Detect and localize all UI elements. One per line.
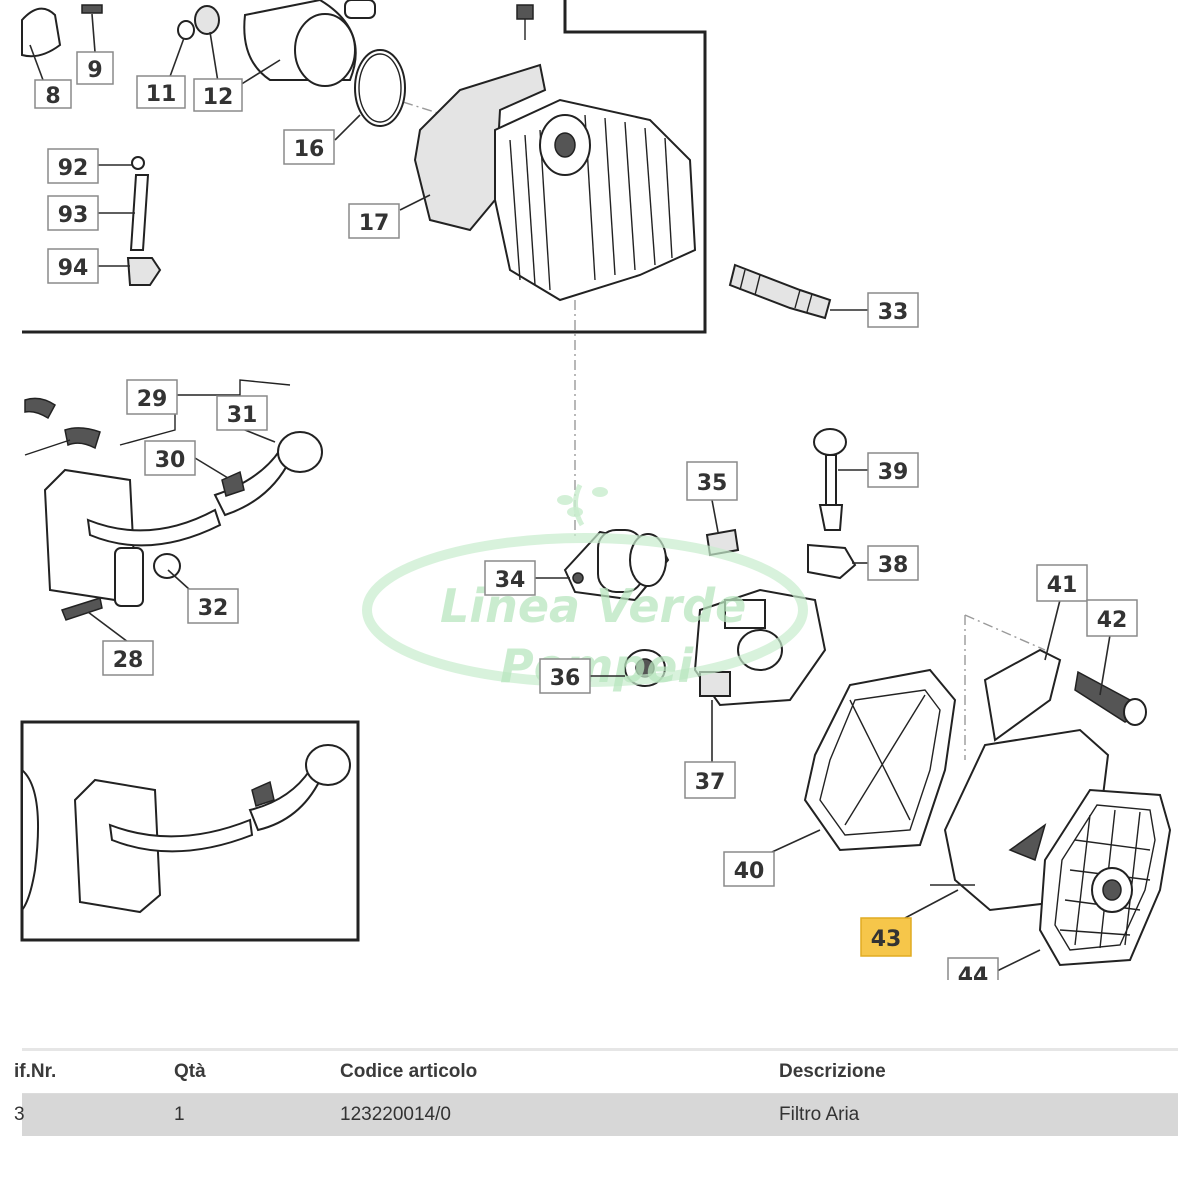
svg-text:93: 93 <box>58 203 89 228</box>
svg-text:11: 11 <box>146 82 177 107</box>
column-header-ref[interactable]: if.Nr. <box>14 1061 57 1082</box>
svg-text:40: 40 <box>734 859 765 884</box>
row-code-cell: 123220014/0 <box>340 1104 451 1125</box>
callout-35: 35 <box>686 461 738 501</box>
svg-text:16: 16 <box>294 137 325 162</box>
callout-30: 30 <box>144 440 196 476</box>
svg-text:31: 31 <box>227 403 258 428</box>
row-ref-cell: 3 <box>14 1104 25 1125</box>
callout-93: 93 <box>47 195 99 231</box>
spark-plug-drawing <box>728 263 832 320</box>
row-qty-cell: 1 <box>174 1104 185 1125</box>
carburetor-drawing <box>563 428 857 707</box>
svg-text:17: 17 <box>359 211 390 236</box>
parts-table-header: if.Nr. Qtà Codice articolo Descrizione <box>14 1051 1178 1094</box>
svg-text:12: 12 <box>203 85 234 110</box>
callout-38: 38 <box>867 545 919 581</box>
callout-8: 8 <box>34 79 72 109</box>
callout-29: 29 <box>126 379 178 415</box>
ignition-coil-drawing <box>24 379 323 621</box>
svg-text:39: 39 <box>878 460 909 485</box>
callout-34: 34 <box>484 560 536 596</box>
table-row[interactable]: 3 1 123220014/0 Filtro Aria <box>14 1094 1178 1136</box>
exploded-parts-diagram: Linea Verde Pompei 8 9 11 12 16 <box>20 0 1172 989</box>
callout-28: 28 <box>102 640 154 676</box>
svg-text:37: 37 <box>695 770 726 795</box>
leader-lines <box>29 13 1111 973</box>
ignition-coil-alt-drawing <box>21 744 351 914</box>
callout-42: 42 <box>1086 599 1138 637</box>
callout-17: 17 <box>348 203 400 239</box>
svg-text:36: 36 <box>550 666 581 691</box>
parts-table: if.Nr. Qtà Codice articolo Descrizione 3… <box>14 1048 1178 1136</box>
fuel-line-drawing <box>126 156 162 286</box>
svg-text:35: 35 <box>697 471 728 496</box>
callout-33: 33 <box>867 292 919 328</box>
piston-assembly-drawing <box>21 0 406 127</box>
column-header-qty[interactable]: Qtà <box>174 1061 206 1082</box>
row-description-cell: Filtro Aria <box>779 1104 860 1125</box>
callout-92: 92 <box>47 148 99 184</box>
svg-text:38: 38 <box>878 553 909 578</box>
svg-text:30: 30 <box>155 448 186 473</box>
callout-41: 41 <box>1036 564 1088 602</box>
callout-37: 37 <box>684 761 736 799</box>
callout-39: 39 <box>867 452 919 488</box>
callout-40: 40 <box>723 851 775 887</box>
callout-36: 36 <box>539 658 591 694</box>
watermark-line2: Pompei <box>500 639 694 693</box>
svg-text:41: 41 <box>1047 573 1078 598</box>
svg-text:42: 42 <box>1097 608 1128 633</box>
callout-31: 31 <box>216 395 268 431</box>
svg-text:28: 28 <box>113 648 144 673</box>
svg-text:32: 32 <box>198 596 229 621</box>
svg-text:92: 92 <box>58 156 89 181</box>
svg-text:34: 34 <box>495 568 526 593</box>
callout-9: 9 <box>76 51 114 85</box>
svg-text:29: 29 <box>137 387 168 412</box>
air-filter-drawing <box>803 648 1172 967</box>
column-header-code[interactable]: Codice articolo <box>340 1061 478 1082</box>
callout-94: 94 <box>47 248 99 284</box>
watermark-logo: Linea Verde Pompei <box>362 483 808 693</box>
callout-12: 12 <box>193 78 243 112</box>
callout-16: 16 <box>283 129 335 165</box>
svg-text:9: 9 <box>87 58 102 83</box>
callout-11: 11 <box>136 75 186 109</box>
svg-text:43: 43 <box>871 927 902 952</box>
svg-text:8: 8 <box>45 84 60 109</box>
callout-43-highlighted[interactable]: 43 <box>860 917 912 957</box>
svg-text:94: 94 <box>58 256 89 281</box>
column-header-description[interactable]: Descrizione <box>779 1061 886 1082</box>
cylinder-drawing <box>413 4 697 302</box>
callout-32: 32 <box>187 588 239 624</box>
svg-text:33: 33 <box>878 300 909 325</box>
